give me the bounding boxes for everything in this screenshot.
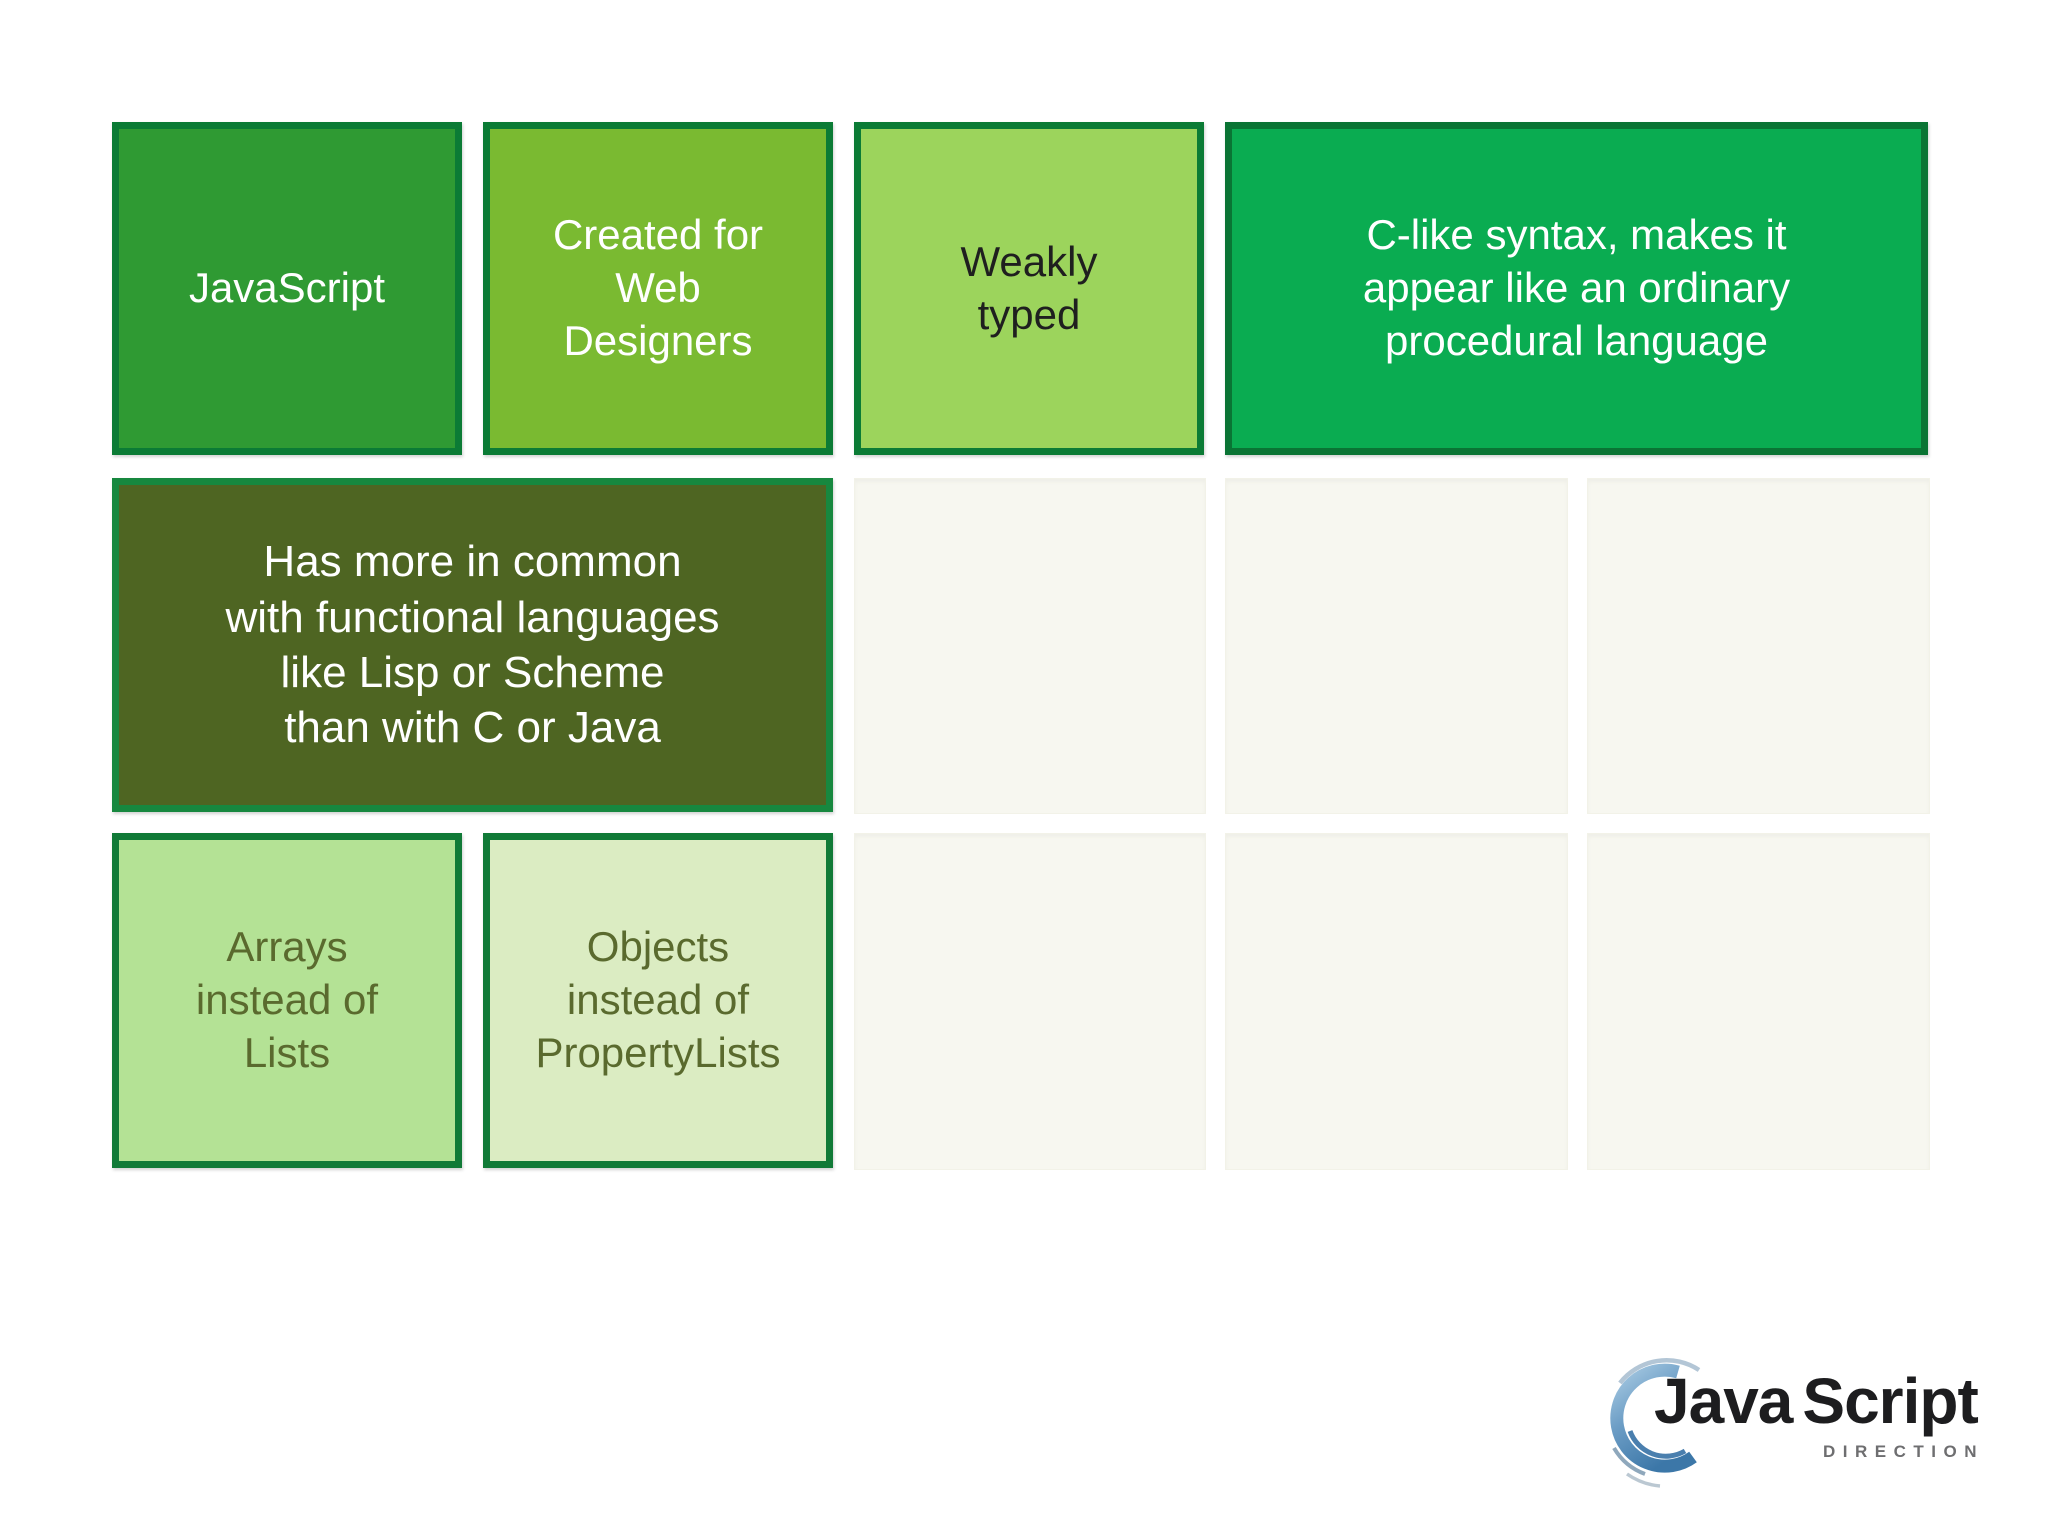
box-javascript: JavaScript — [112, 122, 462, 455]
empty-placeholder-cell — [854, 833, 1206, 1170]
box-arrays-label: Arrays instead of Lists — [195, 923, 379, 1076]
box-functional-languages: Has more in common with functional langu… — [112, 478, 833, 812]
box-objects-instead-of-propertylists: Objects instead of PropertyLists — [483, 833, 833, 1168]
logo-wordmark-script: Script — [1802, 1365, 1978, 1437]
box-functional-languages-label: Has more in common with functional langu… — [225, 537, 720, 753]
box-weakly-typed-label: Weakly typed — [960, 237, 1098, 338]
box-objects-label: Objects instead of PropertyLists — [535, 923, 781, 1076]
box-weakly-typed: Weakly typed — [854, 122, 1204, 455]
empty-placeholder-cell — [1225, 478, 1568, 814]
logo-wordmark-java: Java — [1654, 1365, 1793, 1437]
empty-placeholder-cell — [1587, 478, 1930, 814]
empty-placeholder-cell — [854, 478, 1206, 814]
empty-placeholder-cell — [1587, 833, 1930, 1170]
logo-tagline: DIRECTION — [1823, 1442, 1984, 1461]
empty-placeholder-cell — [1225, 833, 1568, 1170]
box-created-for-web-designers: Created for Web Designers — [483, 122, 833, 455]
box-javascript-label: JavaScript — [188, 264, 386, 312]
box-created-for-label: Created for Web Designers — [552, 211, 764, 364]
box-c-like-syntax: C-like syntax, makes it appear like an o… — [1225, 122, 1928, 455]
box-arrays-instead-of-lists: Arrays instead of Lists — [112, 833, 462, 1168]
logo-swoosh-icon — [1610, 1358, 1701, 1488]
box-c-like-syntax-label: C-like syntax, makes it appear like an o… — [1362, 211, 1791, 364]
